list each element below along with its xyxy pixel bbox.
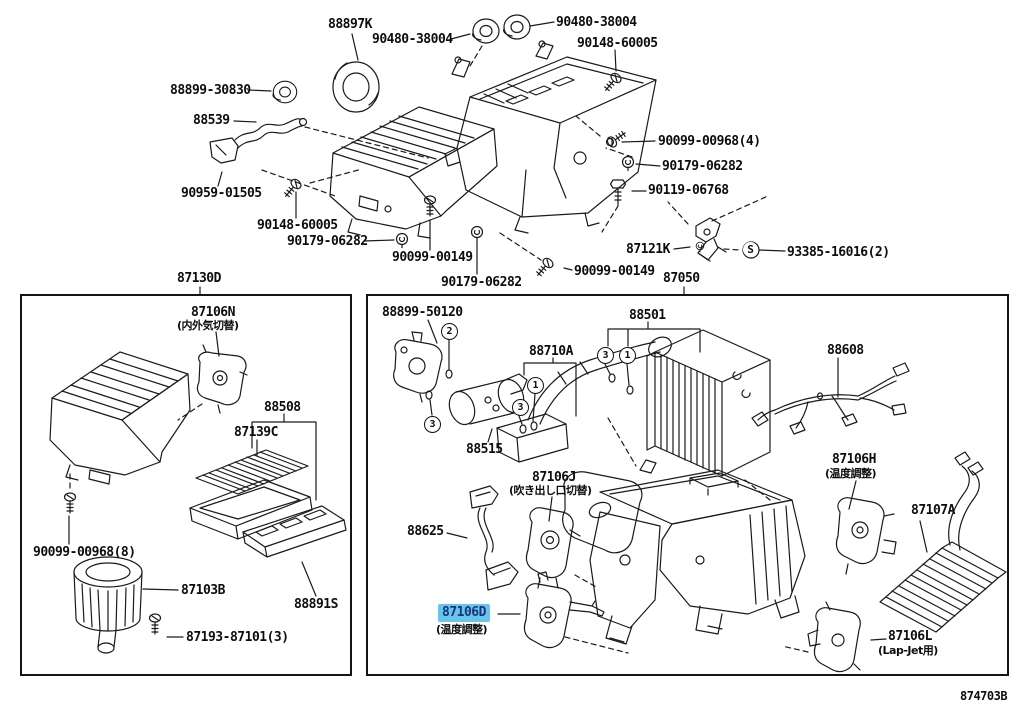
diagram-code: 874703B — [960, 689, 1008, 703]
blower-unit-drawing — [49, 351, 191, 485]
plate-88891s-drawing — [242, 505, 347, 558]
part-label-87106n-note: (内外気切替) — [177, 319, 239, 332]
qty-marker-3a: 3 — [424, 416, 441, 433]
right-parts-box — [366, 294, 1009, 676]
part-label-87121k: 87121K — [626, 242, 670, 257]
servo-87106d-drawing — [523, 571, 605, 649]
part-label-90099-00149-r: 90099-00149 — [574, 264, 655, 279]
part-label-88897k: 88897K — [328, 17, 372, 32]
part-label-87050: 87050 — [663, 271, 700, 286]
part-label-87103b: 87103B — [181, 583, 225, 598]
part-label-90179-bottom: 90179-06282 — [441, 275, 522, 290]
part-label-90179-top: 90179-06282 — [662, 159, 743, 174]
clamp-87121k-drawing — [695, 217, 727, 262]
part-label-88539: 88539 — [193, 113, 230, 128]
heater-core-87107a-drawing — [879, 451, 1007, 633]
part-label-87106j-note: (吹き出し口切替) — [509, 484, 592, 497]
blower-motor-87103b-drawing — [73, 556, 143, 654]
part-label-87106n: 87106N — [191, 305, 235, 320]
duct-88710a-drawing — [496, 336, 672, 463]
harness-88608-drawing — [751, 362, 910, 435]
part-label-87106d-highlighted[interactable]: 87106D — [438, 604, 490, 622]
part-label-90099-00149-c: 90099-00149 — [392, 250, 473, 265]
qty-marker-1a: 1 — [527, 377, 544, 394]
seal-ring-88897k-drawing — [332, 61, 380, 113]
hose-88539-drawing — [209, 117, 308, 164]
part-label-88710a: 88710A — [529, 344, 573, 359]
solenoid-88899-50120-drawing — [393, 331, 443, 403]
part-label-87106h-note: (温度調整) — [825, 467, 877, 480]
part-label-90148-mid: 90148-60005 — [257, 218, 338, 233]
part-label-90099-00968-8: 90099-00968(8) — [33, 545, 136, 560]
part-label-90480-left: 90480-38004 — [372, 32, 453, 47]
heater-unit-drawing — [562, 459, 806, 645]
part-label-87139c: 87139C — [234, 425, 278, 440]
part-label-87106j: 87106J — [532, 470, 576, 485]
part-label-87193-87101: 87193-87101(3) — [186, 630, 289, 645]
cable-88625-drawing — [469, 485, 519, 591]
qty-marker-3c: 3 — [597, 347, 614, 364]
servo-87106h-drawing — [835, 497, 897, 575]
part-label-87106d-note: (温度調整) — [436, 623, 488, 636]
leader-lines-top — [199, 21, 786, 295]
part-label-88515: 88515 — [466, 442, 503, 457]
grommet-drawing-b — [503, 14, 531, 40]
filter-frame-drawing — [189, 479, 313, 540]
servo-87106j-drawing — [525, 507, 581, 589]
part-label-90148-top: 90148-60005 — [577, 36, 658, 51]
part-label-88899-30830: 88899-30830 — [170, 83, 251, 98]
part-label-90480-right: 90480-38004 — [556, 15, 637, 30]
blower-case-drawing — [329, 106, 498, 239]
part-label-88899-50120: 88899-50120 — [382, 305, 463, 320]
small-rings — [425, 369, 634, 434]
part-label-87106l-note: (Lap-Jet用) — [878, 644, 938, 657]
leader-lines-left-box — [68, 331, 317, 638]
qty-marker-1b: 1 — [619, 347, 636, 364]
dashed-lines-right-box — [564, 417, 809, 654]
part-label-90959-01505: 90959-01505 — [181, 186, 262, 201]
part-label-93385-16016: 93385-16016(2) — [787, 245, 890, 260]
bracket-87106l-drawing — [807, 601, 861, 673]
heater-case-drawing — [444, 40, 657, 234]
qty-marker-2: 2 — [441, 323, 458, 340]
dashed-lines-left-box — [69, 403, 203, 493]
leader-lines-right-box — [427, 319, 928, 641]
part-label-88508: 88508 — [264, 400, 301, 415]
part-label-88625: 88625 — [407, 524, 444, 539]
part-label-90179-mid: 90179-06282 — [287, 234, 368, 249]
part-label-87130d: 87130D — [177, 271, 221, 286]
s-symbol: S — [743, 242, 758, 257]
qty-marker-3b: 3 — [512, 399, 529, 416]
part-label-87106h: 87106H — [832, 452, 876, 467]
part-label-87106l: 87106L — [888, 629, 932, 644]
grommet-drawing-c — [272, 80, 298, 104]
part-label-90119-06768: 90119-06768 — [648, 183, 729, 198]
part-label-90099-00968-4: 90099-00968(4) — [658, 134, 761, 149]
part-label-88501: 88501 — [629, 308, 666, 323]
grommet-drawing-a — [472, 18, 500, 44]
servo-87106n-drawing — [196, 344, 248, 414]
part-label-87107a: 87107A — [911, 503, 955, 518]
part-label-88891s: 88891S — [294, 597, 338, 612]
filter-87139c-drawing — [195, 449, 309, 495]
evaporator-88501-drawing — [646, 329, 771, 477]
left-parts-box — [20, 294, 352, 676]
dashed-lines-top — [261, 45, 769, 261]
part-label-88608: 88608 — [827, 343, 864, 358]
